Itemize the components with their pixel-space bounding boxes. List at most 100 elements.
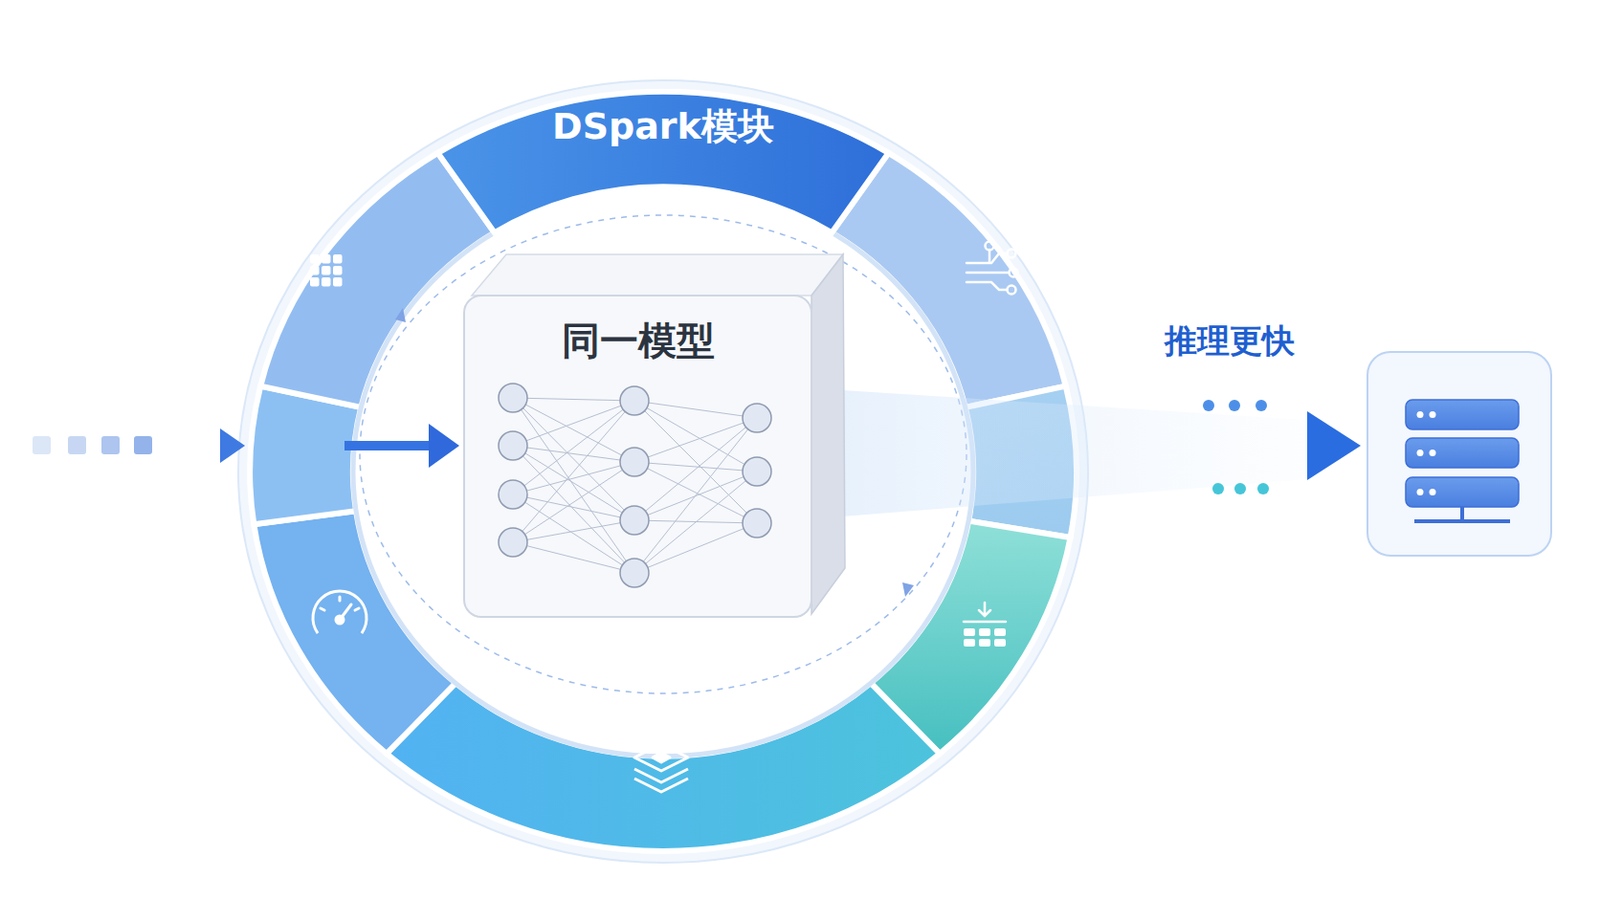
gauge-dial: [312, 591, 367, 634]
feed-arrow-shaft: [344, 441, 433, 451]
server-card: [1367, 352, 1552, 556]
network-link: [512, 494, 635, 574]
model-box: 同一模型: [464, 252, 847, 618]
orbit-arrowhead: [395, 308, 406, 323]
network-link: [634, 418, 757, 574]
neural-network: [498, 383, 772, 588]
grid-cell: [333, 254, 343, 265]
server-led: [1429, 411, 1437, 419]
network-neuron: [620, 447, 649, 477]
stream-dot: [1234, 483, 1246, 495]
grid-cell: [321, 277, 332, 288]
grid-cell: [963, 628, 976, 637]
band-outline: [438, 91, 889, 234]
server-led: [1429, 488, 1437, 496]
network-neuron: [620, 506, 649, 535]
circuit-pad: [1007, 286, 1017, 295]
network-link: [512, 462, 635, 543]
input-arrowhead: [220, 428, 245, 464]
stream-dot: [1202, 400, 1215, 412]
download-grid-icon: [963, 602, 1006, 647]
network-link: [512, 520, 635, 543]
stream-dot: [1257, 483, 1269, 495]
input-token: [101, 436, 120, 455]
network-link: [512, 542, 635, 574]
circuit-pad: [985, 242, 995, 251]
input-arrow-shaft: [160, 443, 224, 450]
stream-line: [846, 425, 1312, 432]
network-link: [634, 523, 757, 574]
network-link: [634, 471, 757, 574]
layers-icon: [634, 744, 689, 793]
network-link: [512, 398, 635, 401]
output-arrowhead: [1307, 411, 1361, 481]
grid-cell: [310, 277, 320, 288]
server-stand: [1414, 507, 1511, 522]
network-link: [512, 445, 635, 574]
stream-line: [846, 486, 1204, 493]
network-link: [512, 462, 635, 495]
grid-cell: [333, 266, 343, 276]
network-link: [634, 400, 757, 472]
network-neuron: [742, 457, 772, 487]
gauge-ticks: [320, 597, 359, 611]
grid-cell: [994, 628, 1006, 637]
ring-segment: [249, 386, 361, 526]
circuit-pad: [1009, 268, 1019, 278]
module-band: DSpark模块: [438, 91, 889, 236]
layer-core: [652, 753, 670, 763]
network-link: [512, 400, 635, 446]
circuit-pad: [1007, 249, 1017, 259]
input-flow: [32, 423, 460, 468]
network-link: [512, 398, 635, 574]
cube-side: [811, 254, 845, 615]
server-unit: [1405, 438, 1519, 468]
grid-cell: [310, 266, 320, 276]
layer: [634, 778, 689, 793]
server-unit: [1405, 400, 1519, 430]
grid-cell: [321, 266, 332, 276]
grid-icon: [310, 254, 343, 288]
network-neuron: [742, 509, 772, 538]
network-link: [512, 400, 635, 543]
stream-dot: [1212, 483, 1224, 495]
stream-glow: [842, 390, 1321, 517]
stream-line: [846, 440, 1313, 452]
network-neuron: [742, 403, 772, 433]
stream-line: [846, 401, 1200, 410]
feed-arrowhead: [428, 423, 460, 468]
server-led: [1417, 449, 1424, 457]
input-token: [32, 436, 51, 455]
network-link: [634, 462, 757, 524]
server-led: [1417, 488, 1424, 496]
network-neuron: [498, 528, 528, 557]
grid-cell: [994, 639, 1006, 647]
network-link: [634, 418, 757, 521]
cube-shape: [464, 252, 847, 618]
network-neuron: [498, 431, 528, 461]
gauge-hub: [335, 616, 344, 624]
grid-cell: [321, 254, 332, 265]
stream-line: [846, 464, 1312, 471]
network-neuron: [620, 386, 649, 416]
circuit-icon: [966, 242, 1019, 295]
gauge-icon: [312, 591, 367, 634]
network-link: [634, 462, 757, 472]
network-link: [512, 400, 635, 495]
server-unit: [1405, 477, 1519, 508]
network-link: [512, 398, 635, 463]
cube-front: [464, 295, 812, 618]
stream-dot: [1228, 400, 1241, 412]
grid-cell: [333, 277, 343, 288]
network-neuron: [498, 383, 528, 413]
cube-top: [471, 254, 844, 296]
input-token: [133, 436, 153, 455]
ring-icons: [310, 242, 1019, 794]
output-streams: [842, 390, 1361, 517]
network-neuron: [620, 558, 649, 588]
network-neuron: [498, 480, 528, 510]
grid-cell: [978, 639, 991, 647]
server-led: [1417, 411, 1424, 419]
orbit-arrowhead: [902, 582, 914, 598]
